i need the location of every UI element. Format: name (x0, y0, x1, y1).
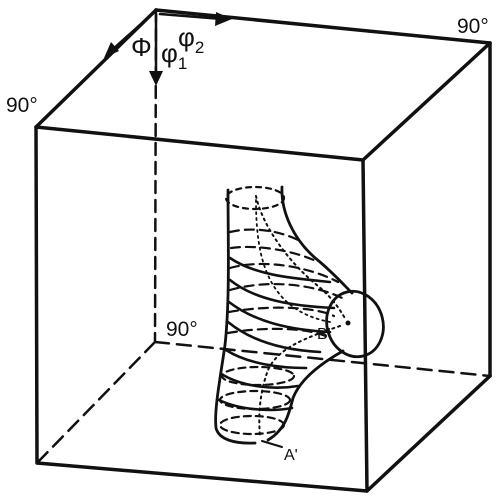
Phi-arrowhead (104, 42, 119, 58)
tube-centre-line-lower (258, 325, 341, 437)
phi1-arrowhead (149, 71, 163, 86)
tube-left-outline (214, 188, 257, 445)
phi2-axis-arrow (158, 12, 224, 21)
phi1-label: φ1 (161, 38, 187, 73)
tube-top-ellipse (224, 185, 286, 211)
tube-arc-5 (224, 348, 308, 370)
tube-section-4 (228, 282, 344, 300)
tube-right-upper-outline (280, 185, 354, 295)
point-A-leader (261, 440, 283, 448)
tube-arc-3 (227, 300, 332, 334)
point-A-label: A' (284, 447, 298, 464)
tube-centre-line-upper (255, 195, 347, 321)
tube-right-lower-outline (266, 349, 345, 442)
tube-arc-2 (228, 278, 336, 310)
cube-hidden-back-bottom-edge (153, 340, 492, 378)
tube-lower-ellipse-2 (218, 389, 292, 411)
point-B-label: B' (317, 326, 331, 343)
cube-hidden-vertical-edge (153, 8, 158, 344)
cube-top-right-edge (361, 41, 492, 162)
tube-section-1 (228, 228, 300, 242)
tube-lower-ellipse-1 (220, 365, 296, 387)
angle-label-top-right: 90° (457, 15, 489, 38)
tube-lower-ellipse-3 (218, 414, 286, 436)
tube-arc-4 (226, 320, 322, 354)
tube-section-5 (227, 306, 336, 318)
fibre-tube (214, 185, 385, 448)
cube-top-back-edge (154, 8, 492, 45)
tube-section-6 (226, 327, 332, 340)
tube-section-2 (229, 245, 320, 264)
cube-hidden-left-bottom-edge (35, 340, 157, 465)
cube-front-face (34, 125, 369, 493)
angle-label-left: 90° (6, 94, 38, 117)
Phi-label: Φ (131, 32, 152, 62)
phi2-label: φ2 (178, 22, 204, 57)
tube-arc-6 (221, 373, 300, 389)
cube-right-bottom-edge (365, 374, 492, 493)
tube-arc-1 (228, 256, 332, 284)
phi2-arrowhead (215, 12, 232, 26)
tube-centre-line-back (255, 199, 331, 323)
point-B-marker (345, 320, 351, 326)
angle-label-inner: 90° (166, 318, 198, 341)
Phi-axis-arrow (110, 12, 154, 52)
